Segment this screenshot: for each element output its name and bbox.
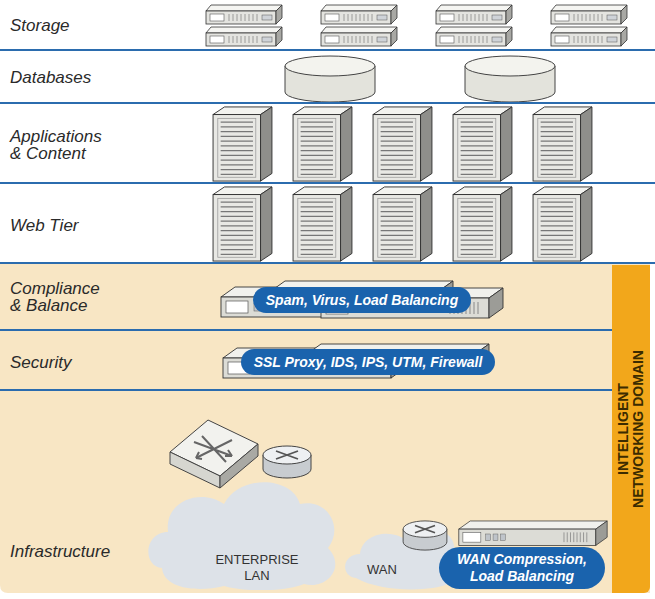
node-text: Security (10, 354, 110, 371)
layer-band: Compliance & Balance Spam, Virus, Load Ba… (0, 266, 650, 331)
network-cloud: ENTERPRISE LAN (140, 400, 345, 590)
layer-label-box: Infrastructure (10, 543, 110, 560)
node-text: INTELLIGENT NETWORKING DOMAIN (616, 334, 645, 524)
node-text: Compliance & Balance (10, 280, 110, 314)
layer-band: Storage (0, 0, 655, 51)
function-pill: SSL Proxy, IDS, IPS, UTM, Firewall (241, 349, 496, 375)
node-text: WAN Compression, Load Balancing (452, 551, 592, 583)
node-text: ENTERPRISE LAN (202, 552, 312, 585)
node-text: Storage (10, 17, 110, 34)
layer-band: InfrastructureENTERPRISE LAN WAN WAN Compr… (0, 393, 650, 593)
layer-label-box: Databases (10, 69, 110, 86)
layer-band: Web Tier (0, 185, 655, 264)
node-text: Applications & Content (10, 128, 110, 162)
node-text: Web Tier (10, 217, 110, 234)
layer-label-box: Security (10, 354, 110, 371)
node-text: WAN (367, 562, 397, 578)
layer-band: Applications & Content (0, 105, 655, 184)
node-text: Infrastructure (10, 543, 110, 560)
layer-band: Security SSL Proxy, IDS, IPS, UTM, Firewa… (0, 333, 650, 391)
layer-label-box: Applications & Content (10, 128, 110, 162)
node-text: SSL Proxy, IDS, IPS, UTM, Firewall (254, 354, 483, 370)
layer-label-box: Compliance & Balance (10, 280, 110, 314)
layer-label-box: Web Tier (10, 217, 110, 234)
cloud-label-box: ENTERPRISE LAN (202, 552, 312, 585)
layer-band: Databases (0, 52, 655, 104)
layer-label-box: Storage (10, 17, 110, 34)
node-text: Databases (10, 69, 110, 86)
cloud-label-box: WAN (354, 560, 410, 578)
domain-bar: INTELLIGENT NETWORKING DOMAIN (612, 265, 650, 593)
node-text: Spam, Virus, Load Balancing (266, 292, 458, 308)
domain-label-box: INTELLIGENT NETWORKING DOMAIN (616, 334, 647, 524)
function-pill: Spam, Virus, Load Balancing (253, 287, 471, 313)
function-pill: WAN Compression, Load Balancing (439, 547, 605, 588)
